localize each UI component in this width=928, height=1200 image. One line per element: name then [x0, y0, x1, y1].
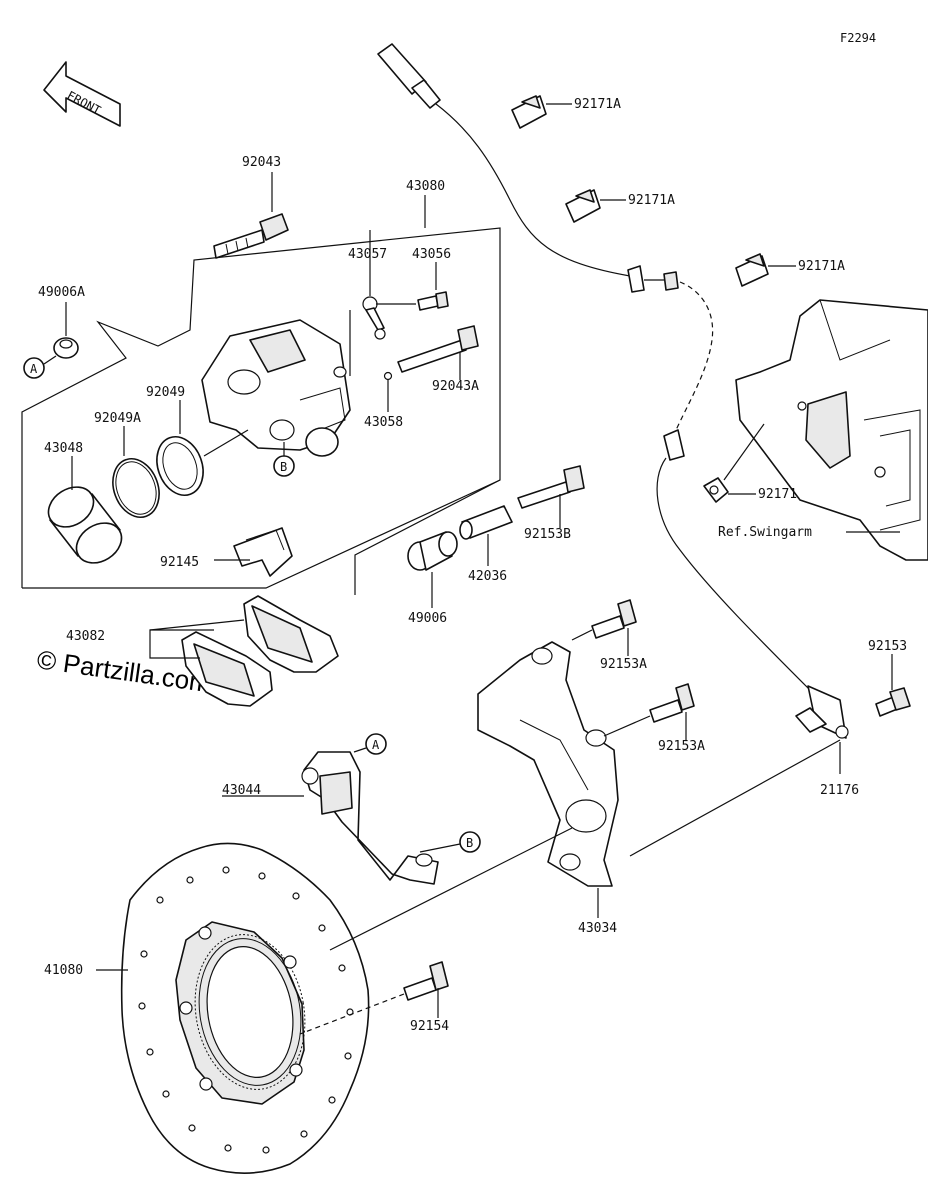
label-43048: 43048	[44, 441, 83, 456]
bolt-92153-icon	[875, 687, 911, 717]
svg-text:B: B	[280, 460, 287, 474]
label-43058: 43058	[364, 415, 403, 430]
brake-pad-upper-icon	[243, 595, 339, 673]
bolt-92153A-lower-icon	[649, 683, 695, 723]
boot-icon	[305, 427, 339, 457]
label-21176: 21176	[820, 783, 859, 798]
sleeve-49006-icon	[407, 531, 458, 571]
bleeder-valve-43056-icon	[417, 291, 449, 311]
label-43044: 43044	[222, 783, 261, 798]
label-43082: 43082	[66, 629, 105, 644]
label-49006: 49006	[408, 611, 447, 626]
label-92171A-2: 92171A	[628, 193, 675, 208]
clamp-92171A-1-icon	[511, 95, 547, 129]
brake-disc-41080-icon	[120, 842, 370, 1174]
caliper-assembly-outline	[21, 195, 501, 595]
label-49006A: 49006A	[38, 285, 85, 300]
label-92171A-1: 92171A	[574, 97, 621, 112]
seal-92049A-icon	[112, 458, 160, 518]
ref-circle-b-right: B	[459, 831, 481, 853]
label-42036: 42036	[468, 569, 507, 584]
caliper-body-icon	[201, 319, 351, 451]
slide-pin-92043A-icon	[397, 325, 479, 373]
label-43056: 43056	[412, 247, 451, 262]
label-92043: 92043	[242, 155, 281, 170]
label-92043A: 92043A	[432, 379, 479, 394]
label-92171A-3: 92171A	[798, 259, 845, 274]
caliper-bracket-43034-icon	[477, 641, 619, 887]
label-92154: 92154	[410, 1019, 449, 1034]
label-43080: 43080	[406, 179, 445, 194]
front-arrow-icon: FRONT	[43, 61, 121, 127]
bolt-92153A-upper-icon	[591, 599, 637, 639]
clip-92171-icon	[703, 477, 729, 503]
label-92153A-lower: 92153A	[658, 739, 705, 754]
bolt-92153B-icon	[517, 465, 585, 509]
label-41080: 41080	[44, 963, 83, 978]
brake-pad-lower-icon	[181, 631, 273, 707]
swingarm-icon	[735, 299, 928, 561]
label-92153A-upper: 92153A	[600, 657, 647, 672]
sleeve-42036-icon	[459, 505, 513, 540]
ref-circle-b-left: B	[273, 455, 295, 477]
cap-49006A-icon	[53, 337, 79, 359]
ref-swingarm-label: Ref.Swingarm	[718, 525, 812, 540]
bolt-92154-icon	[403, 961, 449, 1001]
label-92145: 92145	[160, 555, 199, 570]
ref-circle-a-left: A	[23, 357, 45, 379]
spring-92145-icon	[233, 527, 293, 577]
clamp-92171A-2-icon	[565, 189, 601, 223]
label-92049: 92049	[146, 385, 185, 400]
ref-circle-a-right: A	[365, 733, 387, 755]
label-43057: 43057	[348, 247, 387, 262]
abs-sensor-43044-icon	[301, 751, 439, 885]
label-92171: 92171	[758, 487, 797, 502]
bleeder-ball-icon	[383, 371, 393, 381]
sensor-cable-icon	[377, 43, 849, 739]
svg-text:A: A	[30, 362, 38, 376]
label-92153: 92153	[868, 639, 907, 654]
clamp-92171A-3-icon	[735, 253, 769, 287]
seal-92049-icon	[156, 436, 204, 496]
label-92049A: 92049A	[94, 411, 141, 426]
svg-text:A: A	[372, 738, 380, 752]
svg-text:B: B	[466, 836, 473, 850]
bolt-92043-icon	[213, 213, 289, 259]
bleeder-cap-43057-icon	[362, 296, 386, 340]
figure-code: F2294	[840, 31, 876, 45]
label-92153B: 92153B	[524, 527, 571, 542]
piston-43048-icon	[47, 486, 123, 564]
label-43034: 43034	[578, 921, 617, 936]
